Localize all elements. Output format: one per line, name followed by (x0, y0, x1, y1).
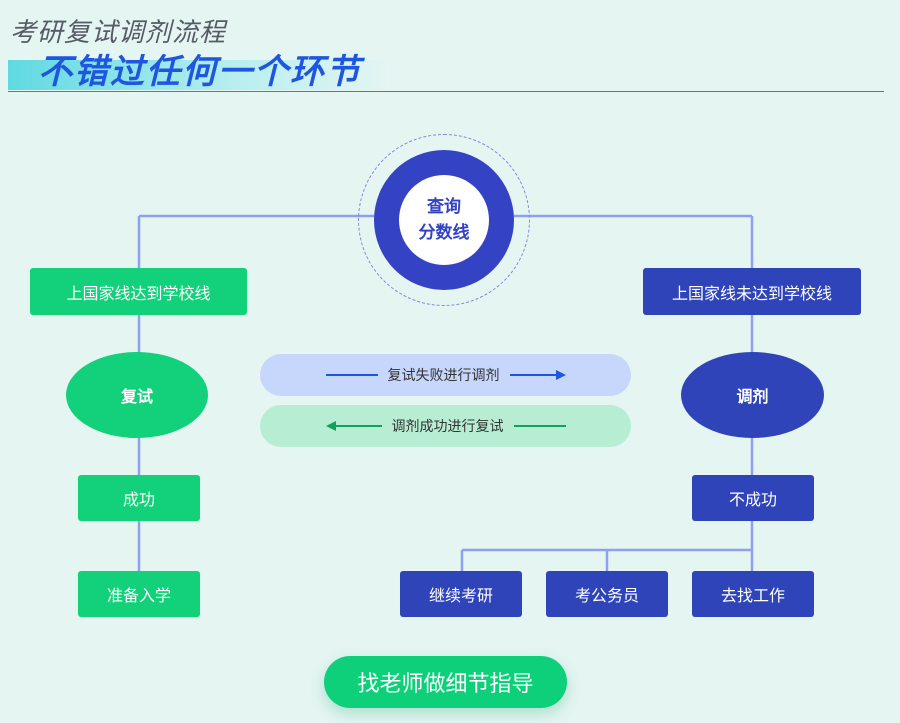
to-retest-pill: 调剂成功进行复试 (260, 405, 631, 447)
page-title: 考研复试调剂流程 (10, 18, 227, 48)
arrow-line-left (325, 374, 378, 376)
arrow-line-right (513, 425, 566, 427)
page-subtitle: 不错过任何一个环节 (38, 52, 362, 92)
center-node: 查询 分数线 (399, 175, 489, 265)
option-box-3: 去找工作 (692, 571, 814, 617)
header-divider (8, 91, 884, 92)
title-highlight-band (8, 60, 388, 90)
to-adjustment-text: 复试失败进行调剂 (387, 368, 500, 384)
center-node-line1: 查询 (427, 197, 461, 217)
to-retest-text: 调剂成功进行复试 (391, 419, 504, 435)
arrow-left-icon (325, 421, 382, 431)
right-result-box: 不成功 (692, 475, 814, 521)
to-adjustment-pill: 复试失败进行调剂 (260, 354, 631, 396)
option-box-2: 考公务员 (546, 571, 668, 617)
left-step-ellipse: 复试 (66, 352, 208, 438)
center-dashed-ring (358, 134, 530, 306)
center-node-line2: 分数线 (418, 223, 470, 243)
right-step-ellipse: 调剂 (681, 352, 824, 438)
left-result-box: 成功 (78, 475, 200, 521)
arrow-right-icon (509, 370, 566, 380)
left-branch-box: 上国家线达到学校线 (30, 268, 247, 315)
teacher-guidance-button[interactable]: 找老师做细节指导 (324, 656, 567, 708)
left-final-box: 准备入学 (78, 571, 200, 617)
option-box-1: 继续考研 (400, 571, 522, 617)
right-branch-box: 上国家线未达到学校线 (643, 268, 861, 315)
